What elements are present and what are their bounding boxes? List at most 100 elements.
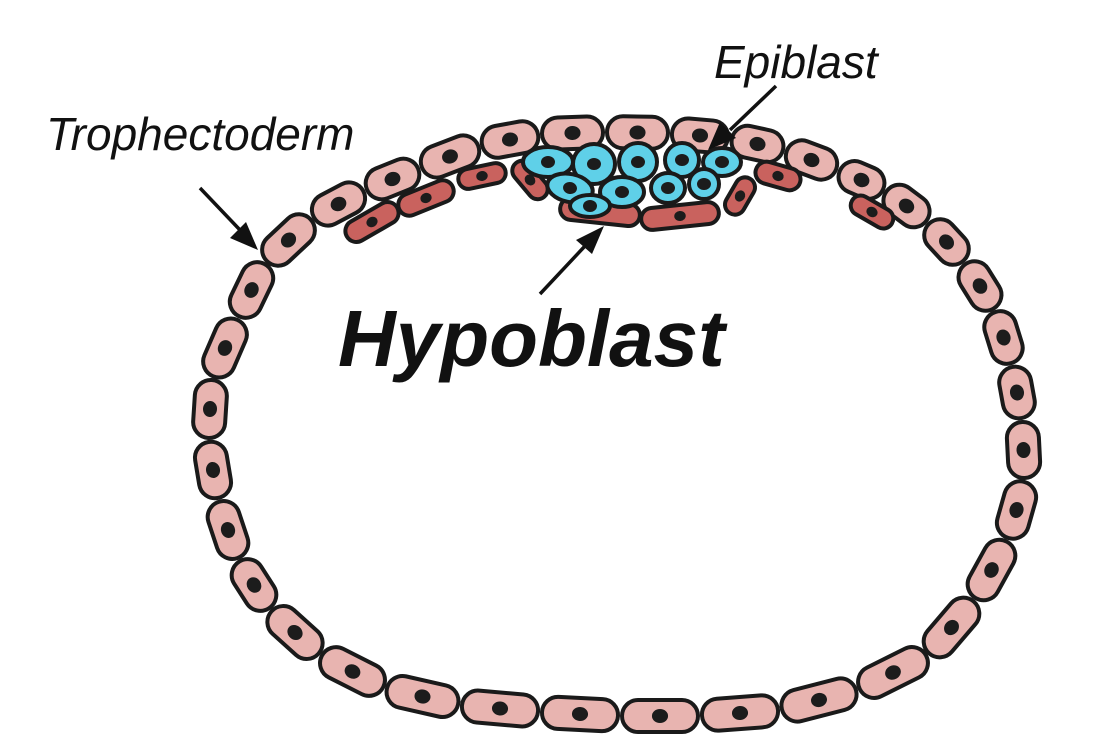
nucleus [691, 128, 709, 143]
trophectoderm-cell [309, 180, 368, 228]
nucleus [246, 577, 262, 593]
trophectoderm-cell [318, 645, 387, 698]
trophectoderm-cell [191, 377, 229, 441]
epiblast-cell [701, 146, 743, 178]
nucleus [715, 156, 729, 168]
nucleus [1009, 384, 1025, 401]
epiblast-cell [598, 175, 646, 209]
nucleus [697, 178, 711, 190]
trophectoderm-cell [539, 694, 621, 734]
nucleus [587, 158, 601, 170]
nucleus [583, 200, 597, 212]
epiblast-cell [568, 193, 612, 219]
trophectoderm-cell [982, 309, 1025, 366]
epiblast-layer [521, 141, 743, 219]
nucleus [1009, 502, 1024, 518]
nucleus [564, 125, 581, 141]
nucleus [866, 206, 878, 218]
nucleus [885, 665, 901, 680]
nucleus [938, 234, 955, 250]
epiblast-arrow [708, 84, 778, 150]
nucleus [384, 171, 401, 187]
nucleus [675, 154, 689, 166]
nucleus [984, 562, 999, 578]
trophectoderm-cell [783, 138, 840, 182]
nucleus [972, 278, 988, 294]
nucleus [749, 136, 766, 152]
nucleus [661, 182, 675, 194]
nucleus [734, 190, 746, 202]
hypoblast-arrow [538, 226, 604, 296]
trophectoderm-cell [265, 604, 325, 661]
hypoblast-cell [723, 175, 757, 217]
hypoblast-cell [639, 200, 721, 232]
nucleus [772, 170, 784, 182]
nucleus [476, 170, 488, 182]
trophectoderm-cell [779, 676, 859, 724]
nucleus [442, 149, 458, 164]
nucleus [651, 709, 669, 723]
trophectoderm-cell [956, 259, 1004, 313]
trophectoderm-cell [459, 688, 541, 729]
nucleus [615, 186, 629, 198]
nucleus [217, 340, 233, 356]
nucleus [803, 152, 820, 168]
nucleus [731, 705, 749, 721]
nucleus [631, 156, 645, 168]
hypoblast-label: Hypoblast [338, 294, 728, 383]
trophectoderm-cell [479, 119, 541, 160]
trophectoderm-cell [836, 159, 887, 201]
nucleus [280, 232, 297, 248]
trophectoderm-cell [1004, 419, 1043, 481]
trophectoderm-cell [227, 260, 276, 320]
trophectoderm-cell [229, 557, 279, 613]
nucleus [944, 619, 959, 636]
nucleus [811, 692, 827, 708]
trophectoderm-cell [192, 439, 234, 501]
nucleus [524, 174, 536, 186]
epiblast-cell [649, 171, 687, 205]
nucleus [366, 216, 378, 228]
nucleus [344, 664, 361, 679]
epiblast-label: Epiblast [714, 36, 880, 88]
nucleus [501, 132, 519, 147]
trophectoderm-cell [922, 217, 971, 267]
trophectoderm-cell [205, 499, 251, 561]
epiblast-cell [687, 167, 721, 201]
trophectoderm-cell [539, 114, 606, 152]
hypoblast-cell [396, 178, 456, 218]
trophectoderm-cell [620, 698, 700, 734]
nucleus [205, 461, 221, 479]
trophectoderm-cell [994, 479, 1039, 541]
nucleus [244, 282, 259, 298]
nucleus [674, 210, 686, 222]
nucleus [414, 689, 431, 704]
epiblast-cell [571, 142, 617, 186]
nucleus [629, 125, 646, 140]
trophectoderm-cell [418, 133, 482, 180]
nucleus [220, 522, 236, 538]
nucleus [1016, 441, 1031, 459]
trophectoderm-cell [384, 673, 461, 720]
trophectoderm-cell [260, 212, 317, 268]
nucleus [287, 625, 303, 640]
hypoblast-cell [753, 159, 803, 193]
nucleus [420, 192, 432, 204]
nucleus [563, 181, 577, 195]
nucleus [996, 329, 1011, 346]
nucleus [898, 198, 915, 214]
nucleus [202, 400, 218, 418]
trophectoderm-cell [699, 693, 781, 733]
trophectoderm-label: Trophectoderm [46, 108, 355, 160]
trophectoderm-arrow [198, 186, 258, 250]
trophectoderm-cell [997, 364, 1037, 421]
trophectoderm-cell [965, 537, 1018, 603]
nucleus [330, 196, 347, 212]
nucleus [853, 172, 870, 188]
hypoblast-cell [848, 193, 896, 231]
nucleus [541, 156, 555, 168]
nucleus [491, 701, 509, 716]
trophectoderm-cell [363, 156, 422, 202]
nucleus [571, 706, 589, 722]
